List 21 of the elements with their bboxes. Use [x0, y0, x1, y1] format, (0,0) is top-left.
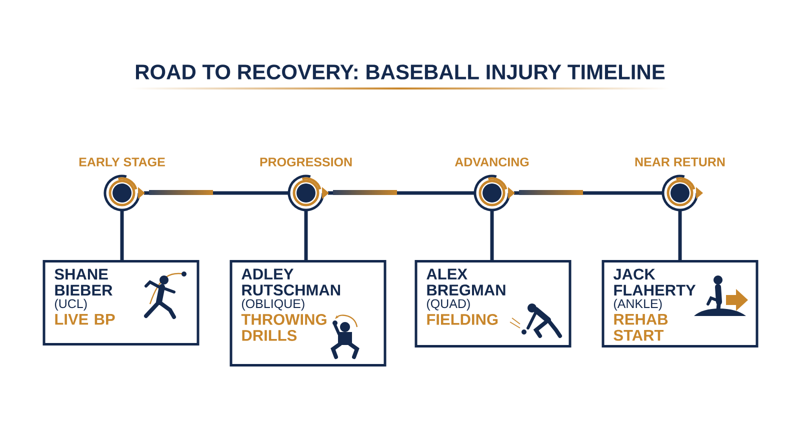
player-name: ADLEY RUTSCHMAN — [242, 268, 340, 296]
player-name: JACK FLAHERTY — [613, 268, 696, 296]
activity-label: THROWING DRILLS — [241, 314, 326, 341]
activity-label: FIELDING — [427, 314, 498, 325]
activity-label: REHAB START — [614, 314, 668, 341]
connector-line — [678, 210, 682, 260]
stage-label: EARLY STAGE — [79, 158, 165, 166]
stage-label: ADVANCING — [454, 158, 529, 166]
connector-line — [120, 210, 124, 260]
injury-label: (ANKLE) — [614, 298, 662, 311]
player-name: SHANE BIEBER — [54, 268, 112, 296]
stage-label: NEAR RETURN — [635, 158, 725, 166]
injury-label: (OBLIQUE) — [242, 298, 304, 311]
player-name: ALEX BREGMAN — [426, 268, 506, 296]
injury-label: (QUAD) — [426, 298, 470, 311]
injury-label: (UCL) — [54, 298, 87, 311]
connector-line — [490, 210, 494, 260]
activity-label: LIVE BP — [55, 314, 115, 325]
title: ROAD TO RECOVERY: BASEBALL INJURY TIMELINE — [136, 64, 665, 80]
connector-line — [304, 210, 308, 260]
stage-label: PROGRESSION — [260, 158, 352, 166]
